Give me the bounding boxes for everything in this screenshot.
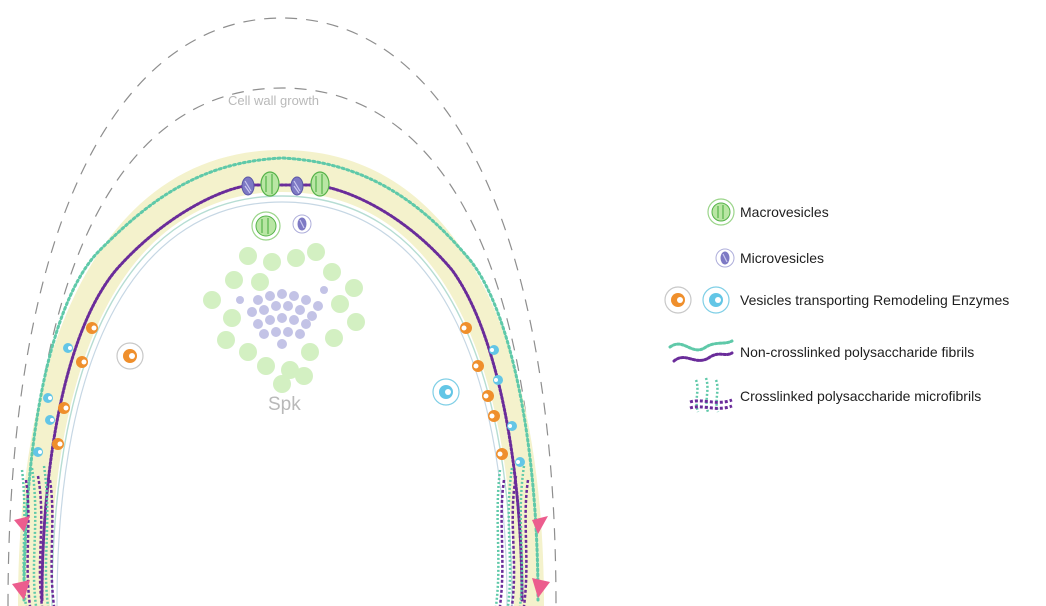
spitzenkorper-cluster <box>203 243 365 393</box>
wall-enzymes-left <box>33 322 98 457</box>
crosslinked-fibrils-right <box>494 465 550 606</box>
enzyme-vesicle-orange-cytoplasm <box>116 342 144 370</box>
crosslinked-fibrils-left <box>12 465 56 606</box>
non-crosslinked-fibril-icon <box>668 339 734 363</box>
wall-fibril-green <box>22 156 540 602</box>
plasma-membrane-outer <box>51 195 513 606</box>
apex-macrovesicle-left <box>260 171 280 197</box>
growth-arc-inner <box>25 87 539 606</box>
macrovesicle-icon <box>707 198 735 226</box>
microvesicle-icon <box>715 248 735 268</box>
apex-microvesicle-left <box>241 176 255 196</box>
growth-label: Cell wall growth <box>228 93 320 108</box>
legend-label-microvesicles: Microvesicles <box>740 250 825 266</box>
microvesicle-cytoplasm <box>292 214 312 234</box>
macrovesicle-cytoplasm <box>251 211 281 241</box>
legend-label-non-crosslinked: Non-crosslinked polysaccharide fibrils <box>740 344 975 360</box>
legend-item-non-crosslinked: Non-crosslinked polysaccharide fibrils <box>660 334 974 370</box>
legend-item-macrovesicles: Macrovesicles <box>660 194 829 230</box>
crosslinked-microfibril-icon <box>689 377 733 413</box>
legend-label-macrovesicles: Macrovesicles <box>740 204 829 220</box>
spk-label: Spk <box>268 394 301 415</box>
legend-label-enzyme-vesicles: Vesicles transporting Remodeling Enzymes <box>740 292 1010 308</box>
legend-item-microvesicles: Microvesicles <box>660 240 824 276</box>
apex-microvesicle-right <box>290 176 304 196</box>
apex-macrovesicle-right <box>310 171 330 197</box>
wall-enzymes-right <box>460 322 525 467</box>
growth-arc-outer <box>7 17 557 606</box>
legend-label-crosslinked: Crosslinked polysaccharide microfibrils <box>740 388 982 404</box>
legend-item-crosslinked: Crosslinked polysaccharide microfibrils <box>660 377 982 414</box>
enzyme-vesicle-cyan-cytoplasm <box>432 378 460 406</box>
remodeling-enzyme-vesicle-icon <box>664 286 730 314</box>
legend-item-enzyme-vesicles: Vesicles transporting Remodeling Enzymes <box>660 282 1009 318</box>
